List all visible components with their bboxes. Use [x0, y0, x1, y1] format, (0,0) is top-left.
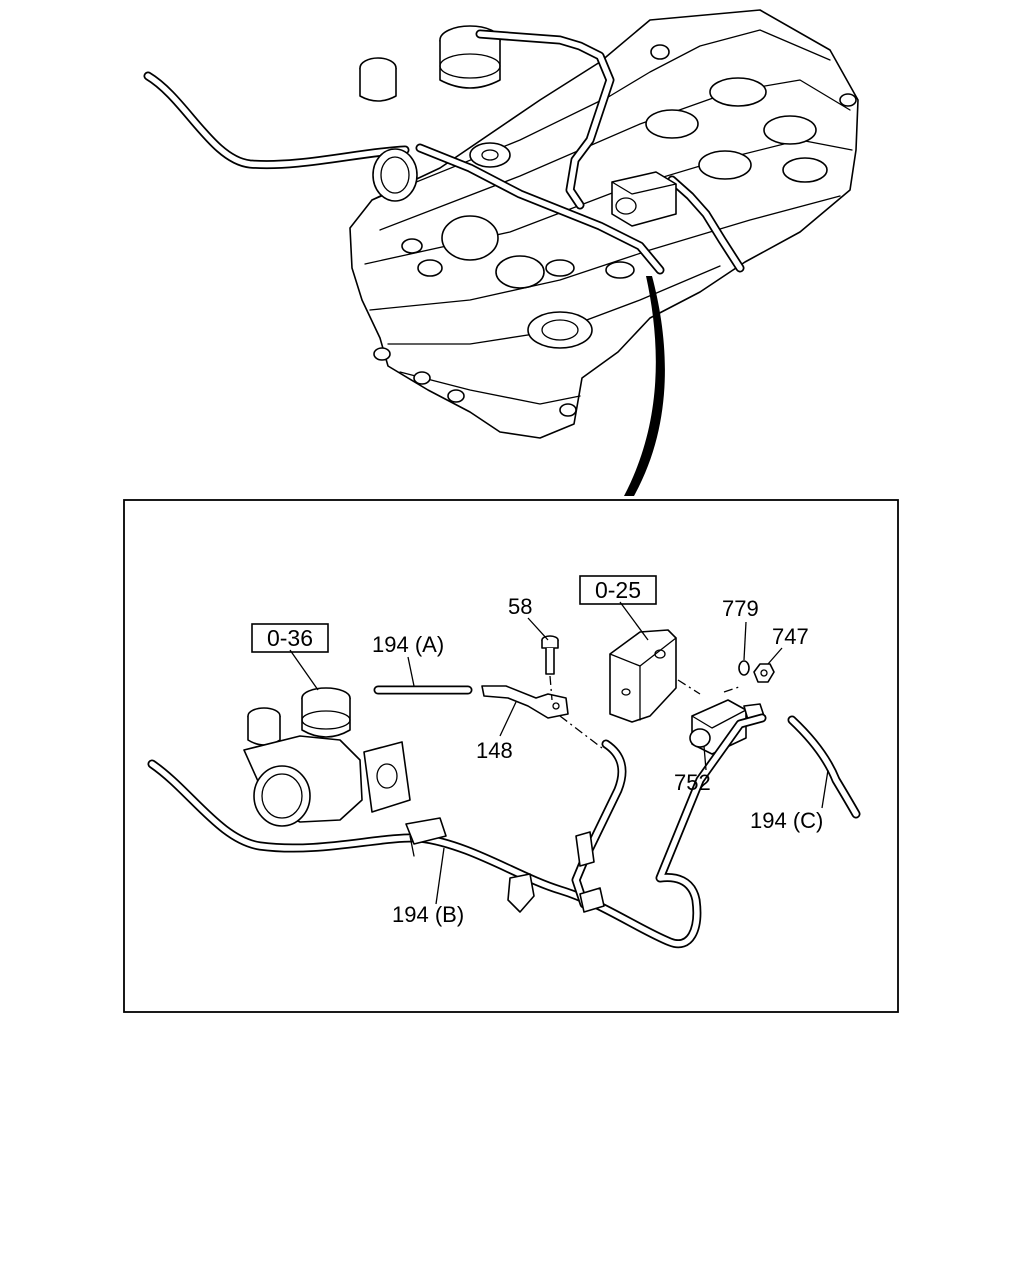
callout-nut-747: 747	[772, 624, 809, 649]
turbocharger	[243, 687, 411, 827]
washer-779	[738, 660, 750, 676]
bracket-148	[481, 685, 569, 719]
ref-label-turbo: 0-36	[267, 625, 313, 651]
callout-bracket-148: 148	[476, 738, 513, 763]
bolt-58	[541, 635, 559, 675]
hose-194-c	[787, 715, 861, 819]
nut-747	[753, 663, 775, 683]
callout-hose-194-a: 194 (A)	[372, 632, 444, 657]
callout-washer-779: 779	[722, 596, 759, 621]
detail-pointer-arrow	[624, 276, 665, 496]
ref-box-solenoid	[579, 575, 657, 605]
callout-hose-194-c: 194 (C)	[750, 808, 823, 833]
leader-lines	[289, 601, 829, 905]
solenoid-mount-bracket	[609, 629, 677, 723]
engine-cylinder-head-assembly	[143, 9, 859, 496]
engine-turbo-actuator	[359, 25, 511, 202]
callout-hose-194-b: 194 (B)	[392, 902, 464, 927]
engine-solenoid-valve	[611, 171, 677, 227]
ref-box-turbo	[251, 623, 329, 653]
callout-solenoid-752: 752	[674, 770, 711, 795]
ref-label-solenoid: 0-25	[595, 577, 641, 603]
detail-frame	[123, 499, 899, 1013]
hose-clips	[405, 817, 605, 913]
head-ports	[373, 44, 857, 417]
engine-vacuum-hose	[143, 71, 410, 170]
callout-bolt-58: 58	[508, 594, 532, 619]
engine-vacuum-pipes	[415, 29, 745, 275]
